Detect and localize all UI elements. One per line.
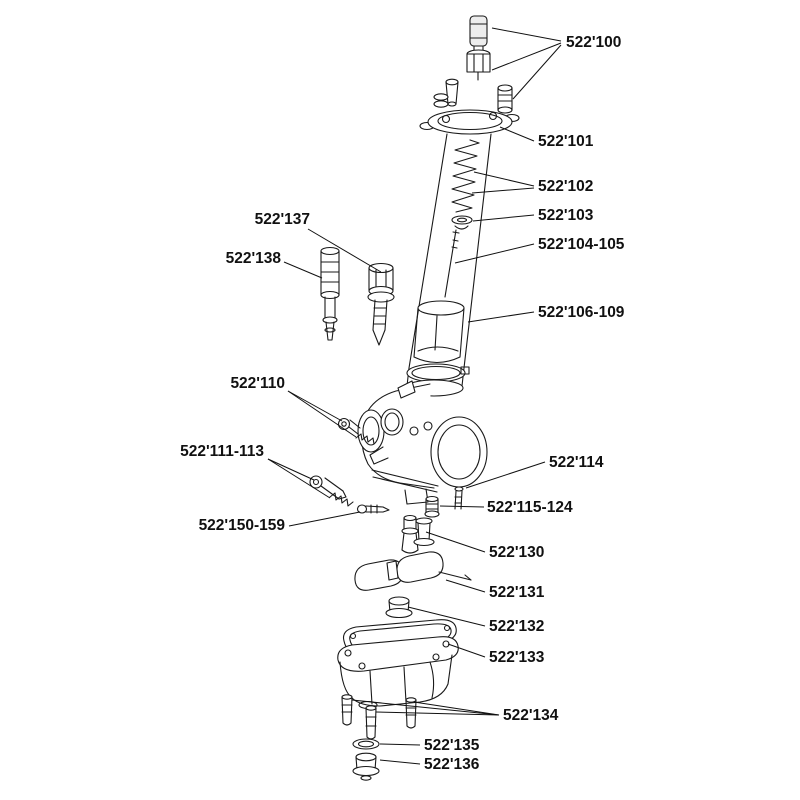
part-cable-adjusters bbox=[433, 15, 513, 114]
part-fitting-138 bbox=[320, 246, 340, 341]
label-522-135: 522'135 bbox=[424, 737, 480, 754]
part-bowl-screws bbox=[341, 694, 417, 740]
part-jet-screw bbox=[356, 504, 390, 514]
part-drain-washer bbox=[352, 738, 380, 750]
label-522-110: 522'110 bbox=[230, 375, 285, 392]
label-522-115-124: 522'115-124 bbox=[487, 499, 573, 516]
label-522-138: 522'138 bbox=[226, 250, 282, 267]
part-idle-screw-spring bbox=[337, 417, 375, 445]
part-return-spring bbox=[451, 139, 480, 213]
part-labels: 522'100 522'101 522'102 522'103 522'104-… bbox=[180, 34, 625, 773]
label-522-101: 522'101 bbox=[538, 133, 594, 150]
part-float-bowl bbox=[337, 636, 459, 710]
label-522-130: 522'130 bbox=[489, 544, 544, 561]
part-jet-needle bbox=[444, 229, 460, 298]
label-522-137: 522'137 bbox=[255, 211, 310, 228]
label-522-136: 522'136 bbox=[424, 756, 480, 773]
label-522-134: 522'134 bbox=[503, 707, 559, 724]
part-main-jet bbox=[424, 495, 440, 518]
label-522-111-113: 522'111-113 bbox=[180, 443, 264, 460]
label-522-100: 522'100 bbox=[566, 34, 621, 51]
label-522-103: 522'103 bbox=[538, 207, 594, 224]
part-main-body bbox=[357, 379, 488, 510]
part-throttle-slide bbox=[413, 300, 465, 364]
label-522-131: 522'131 bbox=[489, 584, 545, 601]
part-top-cap bbox=[419, 109, 520, 135]
part-hex-plug-137 bbox=[367, 262, 395, 346]
part-needle-jet bbox=[401, 514, 435, 554]
label-522-114: 522'114 bbox=[549, 454, 604, 471]
label-522-150-159: 522'150-159 bbox=[199, 517, 286, 534]
label-522-132: 522'132 bbox=[489, 618, 544, 635]
label-522-133: 522'133 bbox=[489, 649, 545, 666]
part-air-screw-set bbox=[309, 475, 354, 507]
part-grommet bbox=[385, 596, 413, 619]
label-522-106-109: 522'106-109 bbox=[538, 304, 625, 321]
part-needle-retainer bbox=[451, 215, 473, 230]
part-clamp-ring bbox=[406, 363, 470, 383]
part-float-assembly bbox=[354, 551, 472, 591]
part-drain-plug bbox=[352, 752, 380, 781]
label-522-102: 522'102 bbox=[538, 178, 593, 195]
leader-lines bbox=[267, 27, 562, 765]
label-522-104-105: 522'104-105 bbox=[538, 236, 625, 253]
